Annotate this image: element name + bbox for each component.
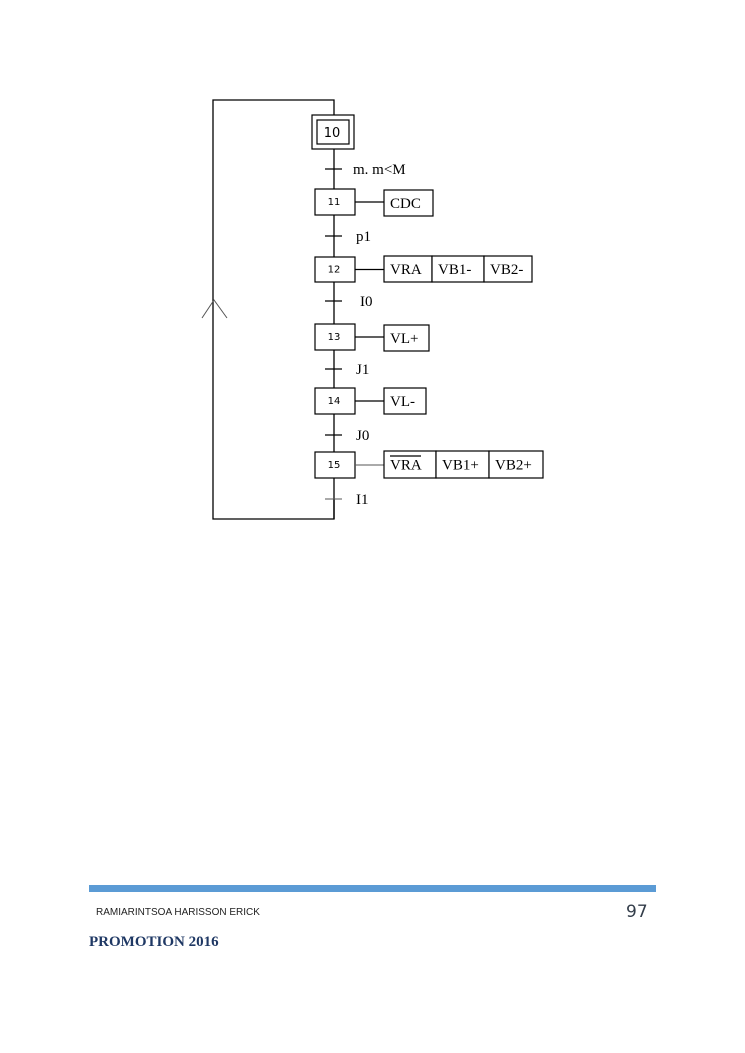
transition-condition: J1 [356, 362, 369, 378]
step-box [314, 188, 356, 216]
step-box [314, 323, 356, 351]
transition-10-11: m. m<M [325, 162, 406, 178]
step-number: 11 [328, 197, 341, 208]
action-label: VL- [390, 394, 415, 410]
step-number: 14 [328, 396, 341, 407]
footer-promotion: PROMOTION 2016 [89, 934, 219, 950]
action-vra: VRA [383, 255, 433, 283]
action-vra-negated: VRA [383, 450, 437, 479]
action-vb2-: VB2+ [488, 450, 544, 479]
action-box [383, 255, 433, 283]
action-label: VB1+ [442, 458, 479, 474]
transition-condition: I1 [356, 492, 369, 508]
step-box [314, 387, 356, 415]
footer-author: RAMIARINTSOA HARISSON ERICK [96, 907, 260, 918]
transition-condition: J0 [356, 428, 369, 444]
action-label: VB1- [438, 262, 471, 278]
action-label: VL+ [390, 331, 418, 347]
page-number: 97 [626, 902, 648, 922]
transition-11-12: p1 [325, 229, 371, 245]
action-vb1-: VB1- [431, 255, 485, 283]
action-box [483, 255, 533, 283]
step-13: 13 [314, 323, 356, 351]
step-12: 12 [314, 256, 356, 283]
footer-bar [89, 885, 656, 892]
transition-15-10: I1 [325, 492, 369, 508]
initial-step-inner-box [316, 119, 350, 145]
action-vl-: VL+ [383, 324, 430, 352]
step-number: 13 [328, 332, 341, 343]
step-number: 15 [328, 460, 341, 471]
action-label: CDC [390, 196, 421, 212]
action-box [383, 189, 434, 217]
transition-condition: I0 [360, 294, 373, 310]
step-11: 11 [314, 188, 356, 216]
transition-13-14: J1 [325, 362, 369, 378]
step-number: 12 [328, 265, 341, 276]
step-number: 10 [324, 126, 341, 141]
action-box [383, 324, 430, 352]
transition-12-13: I0 [325, 294, 373, 310]
action-vl-: VL- [383, 387, 427, 415]
transition-14-15: J0 [325, 428, 369, 444]
action-label: VB2- [490, 262, 523, 278]
action-vb2-: VB2- [483, 255, 533, 283]
step-box [314, 256, 356, 283]
loop-arrow-icon [201, 299, 228, 319]
action-box [488, 450, 544, 479]
step-14: 14 [314, 387, 356, 415]
step-10: 10 [311, 114, 355, 150]
action-vb1-: VB1+ [435, 450, 490, 479]
transition-condition: m. m<M [353, 162, 406, 178]
action-cdc: CDC [383, 189, 434, 217]
action-box [435, 450, 490, 479]
action-label: VRA [390, 262, 422, 278]
transition-condition: p1 [356, 229, 371, 245]
step-15: 15 [314, 451, 356, 479]
action-label: VB2+ [495, 458, 532, 474]
action-box [383, 387, 427, 415]
action-label: VRA [390, 458, 422, 474]
